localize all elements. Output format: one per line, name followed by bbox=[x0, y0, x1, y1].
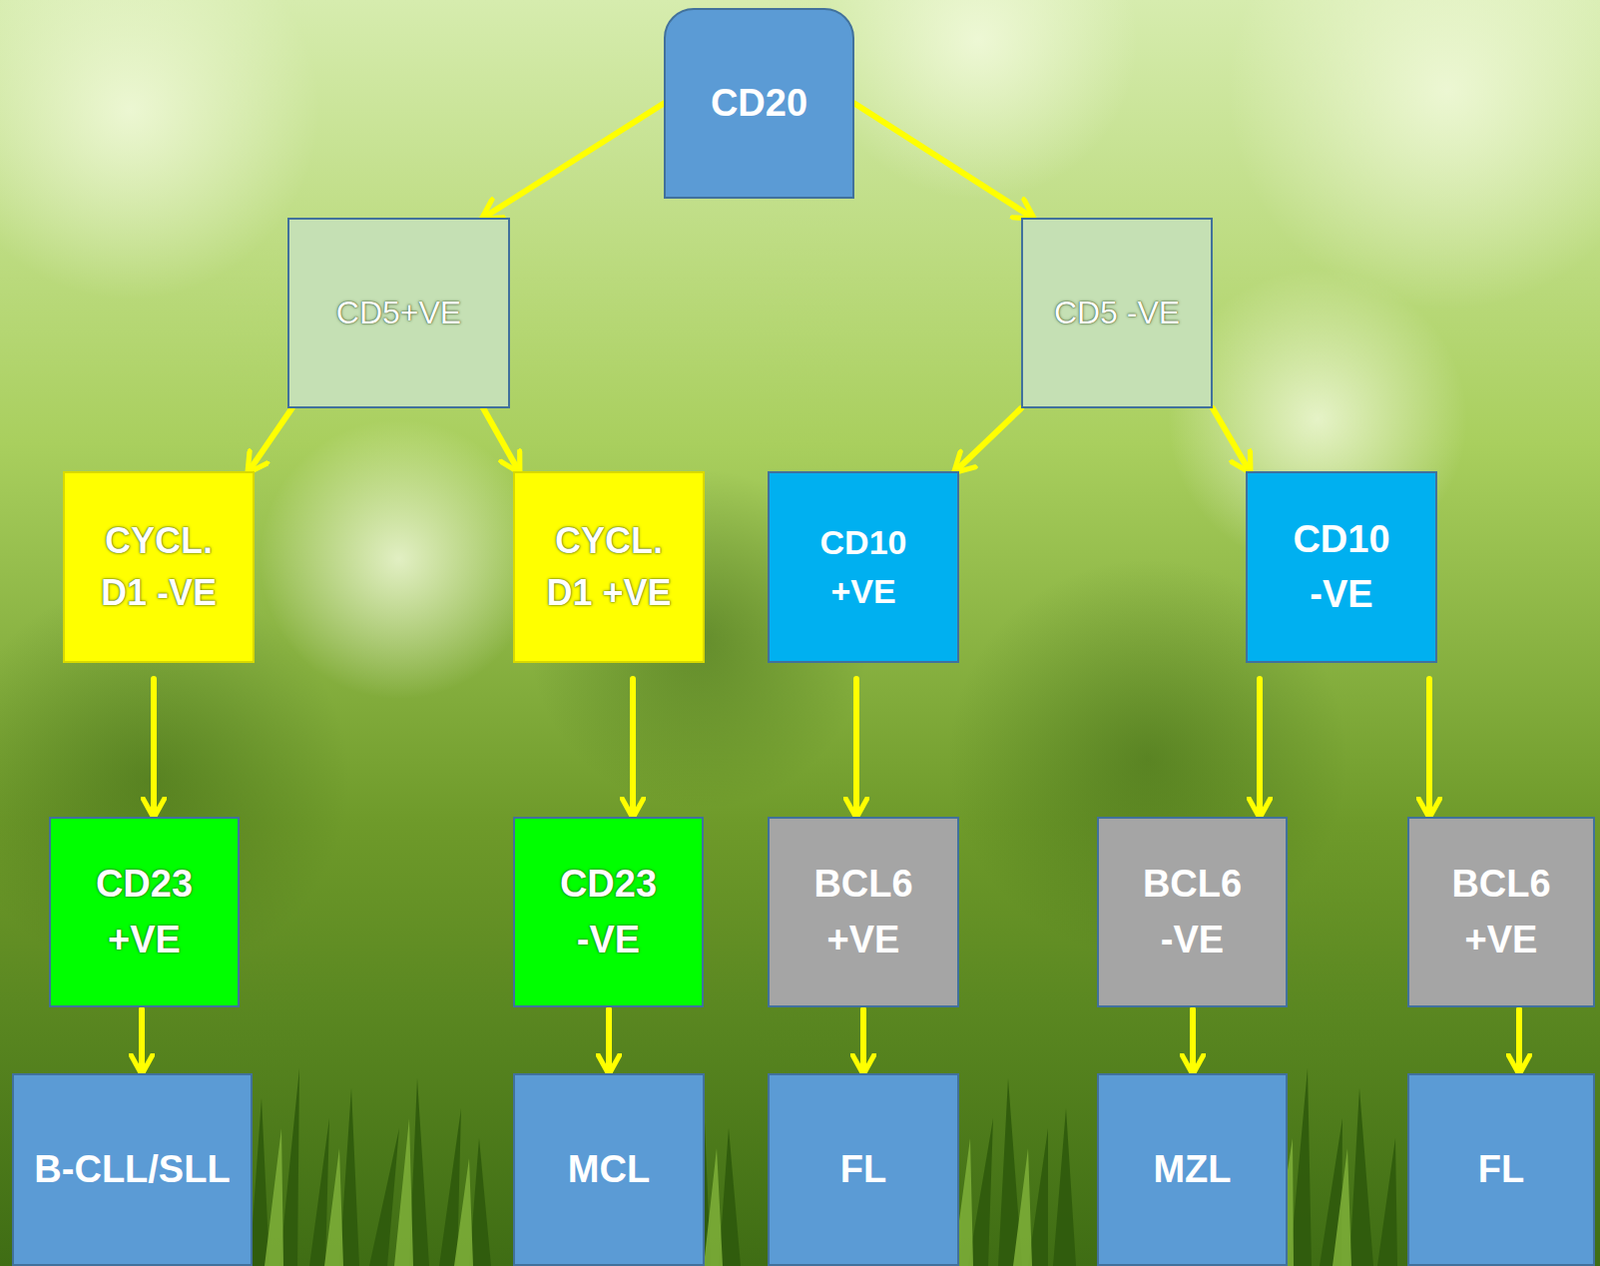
process-box: CD5 -VE bbox=[1021, 217, 1213, 409]
arrow-connector bbox=[1516, 1009, 1523, 1072]
process-box: MCL bbox=[513, 1072, 705, 1266]
box-label: CD23 +VE bbox=[84, 856, 205, 967]
arrow-connector bbox=[629, 678, 636, 816]
arrow-connector bbox=[860, 1009, 867, 1072]
arrow-connector bbox=[605, 1009, 612, 1072]
process-box: FL bbox=[1407, 1072, 1596, 1266]
box-label: FL bbox=[1478, 1141, 1525, 1197]
process-box: BCL6 -VE bbox=[1096, 816, 1288, 1008]
box-label: CD10 +VE bbox=[808, 518, 919, 617]
box-label: CD5+VE bbox=[336, 289, 462, 336]
process-box: CD23 +VE bbox=[48, 816, 240, 1008]
process-box: CYCL. D1 +VE bbox=[513, 471, 705, 663]
process-box: BCL6 +VE bbox=[767, 816, 960, 1008]
arrow-connector bbox=[483, 408, 520, 472]
arrow-connector bbox=[248, 408, 292, 472]
box-label: MCL bbox=[567, 1141, 650, 1197]
process-box: CD10 +VE bbox=[767, 471, 960, 663]
box-label: FL bbox=[840, 1141, 887, 1197]
process-box: CD20 bbox=[663, 7, 855, 199]
arrow-connector bbox=[853, 678, 860, 816]
box-label: B-CLL/SLL bbox=[33, 1141, 230, 1197]
box-label: BCL6 +VE bbox=[1441, 856, 1562, 967]
process-box: CD10 -VE bbox=[1245, 471, 1438, 663]
process-box: FL bbox=[767, 1072, 960, 1266]
process-box: MZL bbox=[1096, 1072, 1288, 1266]
arrow-connector bbox=[1212, 408, 1250, 472]
box-label: CD5 -VE bbox=[1054, 289, 1180, 336]
arrow-connector bbox=[150, 678, 157, 816]
process-box: CYCL. D1 -VE bbox=[62, 471, 255, 663]
box-label: CYCL. D1 +VE bbox=[543, 515, 674, 619]
box-label: BCL6 -VE bbox=[1132, 856, 1253, 967]
box-label: CD10 -VE bbox=[1281, 512, 1402, 622]
box-label: CD23 -VE bbox=[548, 856, 669, 967]
box-label: MZL bbox=[1152, 1141, 1231, 1197]
arrow-connector bbox=[483, 103, 664, 219]
box-label: CYCL. D1 -VE bbox=[93, 515, 224, 619]
process-box: B-CLL/SLL bbox=[11, 1072, 253, 1266]
arrow-connector bbox=[1426, 678, 1433, 816]
arrow-connector bbox=[955, 408, 1022, 472]
arrow-connector bbox=[854, 103, 1034, 219]
box-label: BCL6 +VE bbox=[803, 856, 924, 967]
box-label: CD20 bbox=[710, 75, 808, 131]
process-box: BCL6 +VE bbox=[1407, 816, 1596, 1008]
arrow-connector bbox=[1256, 678, 1263, 816]
arrow-connector bbox=[1189, 1009, 1196, 1072]
grass bbox=[249, 1067, 1398, 1266]
arrow-connector bbox=[138, 1009, 145, 1072]
process-box: CD23 -VE bbox=[513, 816, 704, 1008]
process-box: CD5+VE bbox=[287, 217, 511, 409]
